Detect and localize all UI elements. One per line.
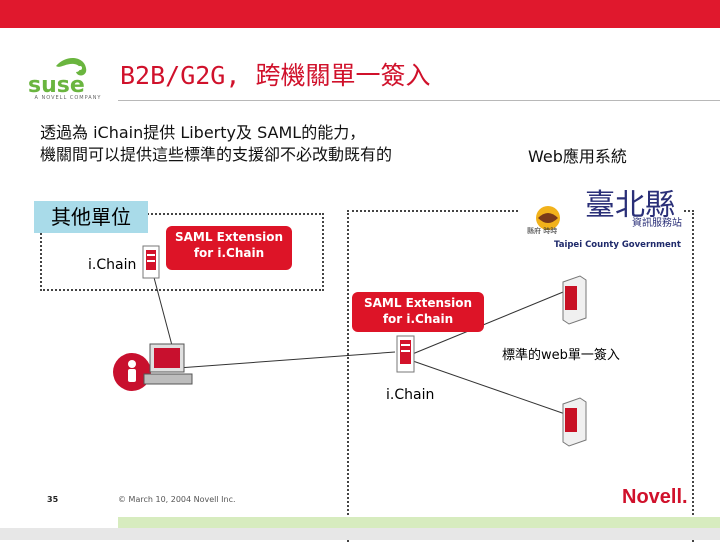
subtitle-line-2: 機關間可以提供這些標準的支援卻不必改動既有的 — [40, 145, 393, 164]
copyright-text: © March 10, 2004 Novell Inc. — [118, 495, 236, 504]
web-sso-label: 標準的web單一簽入 — [502, 348, 620, 363]
link-user-right-ichain — [177, 351, 396, 369]
footer-bar — [0, 528, 720, 540]
suse-logo: suse — [28, 57, 87, 98]
left-ichain-label: i.Chain — [88, 257, 137, 273]
left-ichain-server-icon — [142, 245, 160, 279]
county-unit: 資訊服務站 — [632, 218, 682, 229]
logo-tagline: A NOVELL COMPANY — [34, 95, 102, 101]
web-apps-label: Web應用系統 — [528, 147, 627, 166]
county-emblem-icon — [536, 206, 560, 230]
bottom-web-server-icon — [562, 397, 587, 447]
county-name: 臺北縣 — [585, 188, 675, 223]
link-ichain-bottom-server — [409, 359, 569, 416]
page-title: B2B/G2G, 跨機關單一簽入 — [120, 61, 431, 90]
county-english-name: Taipei County Government — [554, 240, 681, 250]
right-saml-extension-callout: SAML Extension for i.Chain — [352, 292, 484, 332]
subtitle-line-1: 透過為 iChain提供 Liberty及 SAML的能力， — [40, 123, 366, 142]
other-agency-boundary — [40, 213, 324, 291]
link-ichain-top-server — [409, 289, 569, 356]
user-workstation-icon — [113, 343, 193, 391]
center-ichain-label: i.Chain — [386, 387, 435, 403]
other-agency-label: 其他單位 — [34, 201, 148, 233]
svg-text:suse: suse — [28, 73, 85, 98]
county-small-text: 縣府 時時 — [527, 227, 558, 235]
title-divider — [118, 100, 720, 101]
header-bar — [0, 0, 720, 28]
top-web-server-icon — [562, 275, 587, 325]
subtitle: 透過為 iChain提供 Liberty及 SAML的能力， 機關間可以提供這些… — [40, 122, 392, 166]
center-ichain-server-icon — [396, 335, 415, 373]
left-saml-extension-callout: SAML Extension for i.Chain — [166, 226, 292, 270]
page-number: 35 — [47, 495, 59, 504]
novell-logo: Novell. — [622, 486, 688, 508]
